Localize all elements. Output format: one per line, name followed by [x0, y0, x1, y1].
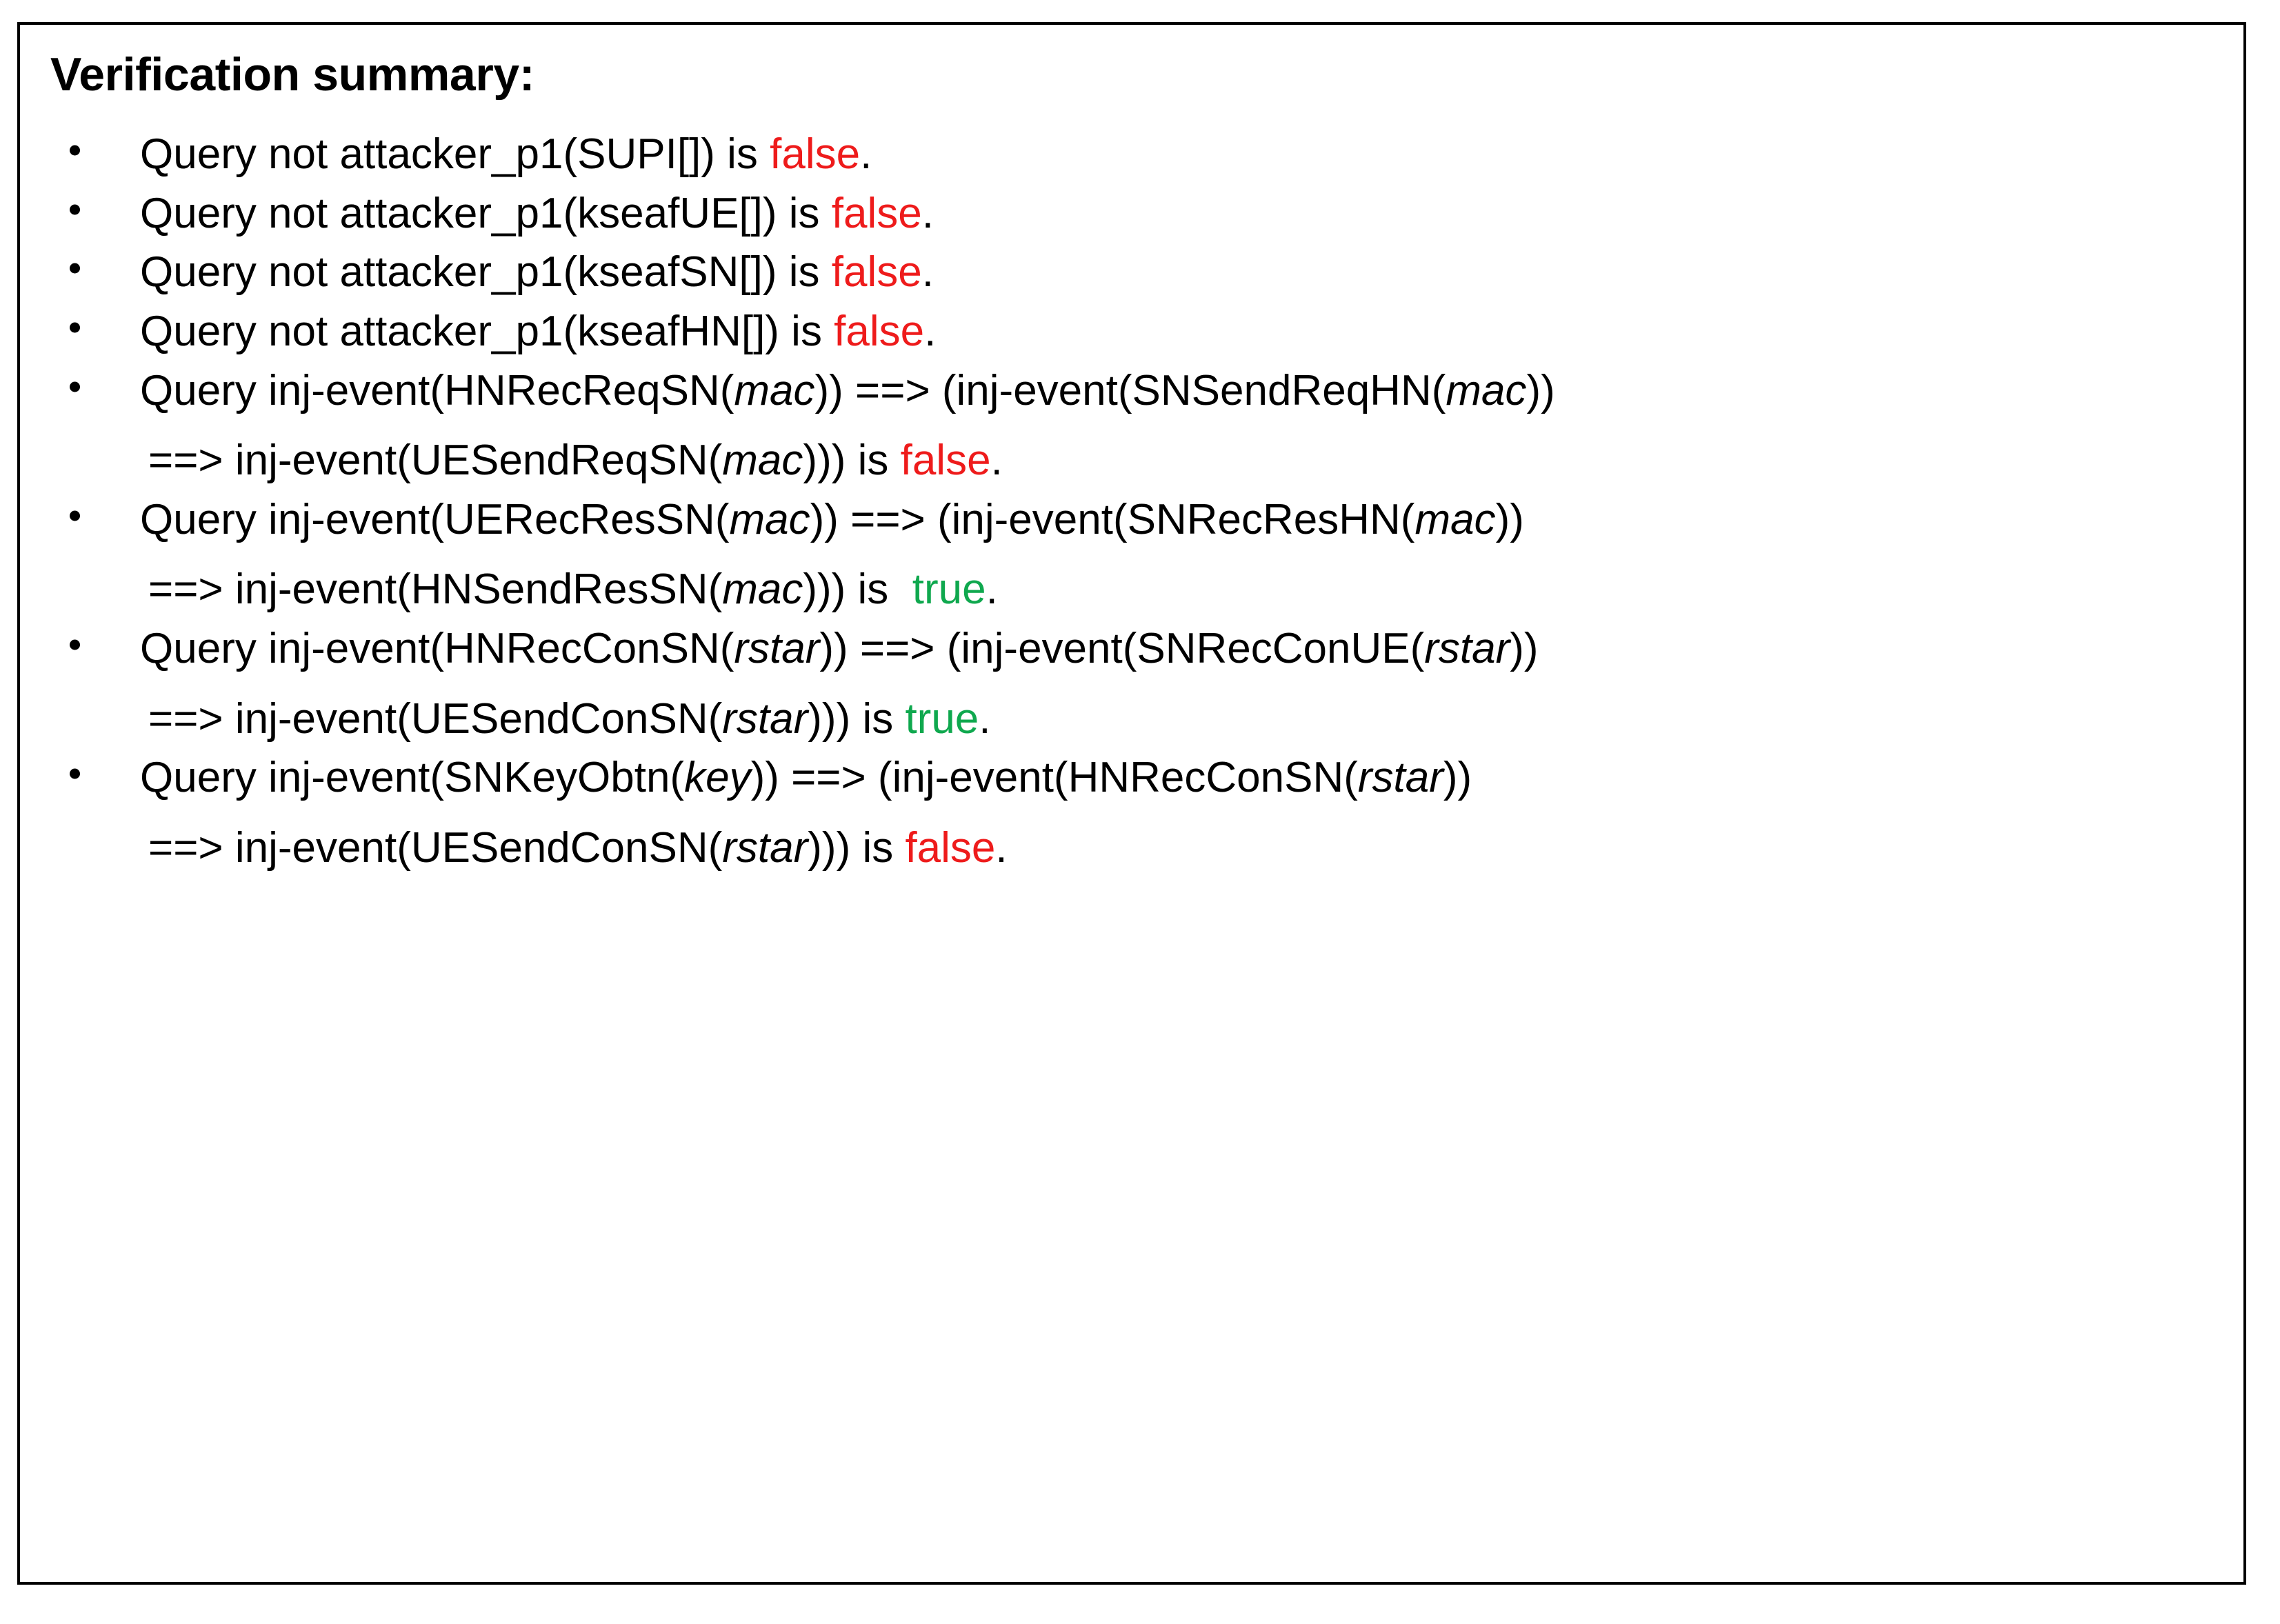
query-list: Query not attacker_p1(SUPI[]) is false.Q…: [43, 128, 2216, 874]
query-line-primary: Query inj-event(HNRecConSN(rstar)) ==> (…: [140, 623, 2216, 675]
query-text: ==> inj-event(UESendConSN(: [148, 823, 723, 872]
query-text: Query inj-event(HNRecConSN(: [140, 625, 734, 672]
query-parameter: rstar: [722, 694, 808, 743]
query-text: Query not attacker_p1(kseafHN[]) is: [140, 307, 834, 355]
list-item: Query inj-event(HNRecReqSN(mac)) ==> (in…: [43, 365, 2216, 487]
query-parameter: mac: [722, 565, 803, 614]
list-item: Query not attacker_p1(kseafSN[]) is fals…: [43, 246, 2216, 299]
result-true: true: [912, 565, 986, 614]
result-false: false: [831, 189, 922, 237]
query-text: Query inj-event(SNKeyObtn(: [140, 754, 685, 802]
bullet-icon: [70, 322, 80, 333]
query-text: ==> inj-event(UESendConSN(: [148, 694, 723, 743]
query-parameter: mac: [734, 366, 815, 414]
query-text: )): [1526, 366, 1555, 414]
result-true: true: [905, 694, 979, 743]
query-parameter: rstar: [734, 625, 820, 672]
query-parameter: mac: [1446, 366, 1527, 414]
query-text: )) ==> (inj-event(HNRecConSN(: [750, 754, 1358, 802]
query-line-continuation: ==> inj-event(UESendConSN(rstar))) is tr…: [148, 693, 2216, 745]
query-parameter: mac: [722, 437, 803, 485]
query-line-primary: Query not attacker_p1(kseafHN[]) is fals…: [140, 305, 2216, 358]
query-text: ))) is: [803, 437, 901, 485]
list-item: Query not attacker_p1(SUPI[]) is false.: [43, 128, 2216, 181]
query-text: .: [986, 565, 998, 614]
query-text: )) ==> (inj-event(SNRecResHN(: [810, 495, 1415, 543]
result-false: false: [834, 307, 925, 355]
query-line-primary: Query not attacker_p1(kseafSN[]) is fals…: [140, 246, 2216, 299]
query-parameter: rstar: [1357, 754, 1443, 802]
query-line-primary: Query not attacker_p1(kseafUE[]) is fals…: [140, 188, 2216, 240]
query-text: Query inj-event(UERecResSN(: [140, 495, 730, 543]
query-line-primary: Query not attacker_p1(SUPI[]) is false.: [140, 128, 2216, 181]
query-text: .: [979, 694, 991, 743]
query-text: .: [990, 437, 1003, 485]
query-line-primary: Query inj-event(UERecResSN(mac)) ==> (in…: [140, 494, 2216, 546]
panel-content: Verification summary: Query not attacker…: [20, 25, 2243, 874]
query-text: Query not attacker_p1(SUPI[]) is: [140, 130, 770, 178]
query-line-continuation: ==> inj-event(UESendConSN(rstar))) is fa…: [148, 822, 2216, 874]
query-text: )): [1443, 754, 1472, 802]
result-false: false: [831, 248, 922, 297]
query-text: .: [921, 248, 934, 297]
query-text: Query inj-event(HNRecReqSN(: [140, 366, 734, 414]
bullet-icon: [70, 639, 80, 650]
page-title: Verification summary:: [50, 48, 535, 101]
query-text: .: [921, 189, 934, 237]
query-parameter: key: [684, 754, 751, 802]
query-text: ))) is: [808, 823, 906, 872]
query-line-continuation: ==> inj-event(UESendReqSN(mac))) is fals…: [148, 434, 2216, 487]
list-item: Query inj-event(UERecResSN(mac)) ==> (in…: [43, 494, 2216, 616]
result-false: false: [905, 823, 996, 872]
query-text: .: [995, 823, 1008, 872]
query-line-primary: Query inj-event(HNRecReqSN(mac)) ==> (in…: [140, 365, 2216, 417]
list-item: Query not attacker_p1(kseafUE[]) is fals…: [43, 188, 2216, 240]
query-parameter: mac: [1414, 495, 1496, 543]
query-text: )) ==> (inj-event(SNRecConUE(: [819, 625, 1425, 672]
query-text: ))) is: [803, 565, 912, 614]
query-text: Query not attacker_p1(kseafSN[]) is: [140, 248, 832, 297]
query-line-continuation: ==> inj-event(HNSendResSN(mac))) is true…: [148, 563, 2216, 616]
result-false: false: [770, 130, 861, 178]
query-text: )): [1495, 495, 1524, 543]
query-text: .: [860, 130, 872, 178]
query-text: ))) is: [808, 694, 906, 743]
query-text: ==> inj-event(UESendReqSN(: [148, 437, 723, 485]
bullet-icon: [70, 510, 80, 521]
query-text: )) ==> (inj-event(SNSendReqHN(: [814, 366, 1446, 414]
result-false: false: [900, 437, 991, 485]
query-text: )): [1510, 625, 1539, 672]
bullet-icon: [70, 145, 80, 156]
bullet-icon: [70, 381, 80, 392]
bullet-icon: [70, 263, 80, 274]
query-text: ==> inj-event(HNSendResSN(: [148, 565, 723, 614]
list-item: Query not attacker_p1(kseafHN[]) is fals…: [43, 305, 2216, 358]
query-parameter: rstar: [1424, 625, 1510, 672]
query-line-primary: Query inj-event(SNKeyObtn(key)) ==> (inj…: [140, 752, 2216, 804]
bullet-icon: [70, 768, 80, 779]
query-text: .: [924, 307, 937, 355]
verification-summary-panel: Verification summary: Query not attacker…: [17, 22, 2246, 1585]
query-text: Query not attacker_p1(kseafUE[]) is: [140, 189, 832, 237]
list-item: Query inj-event(HNRecConSN(rstar)) ==> (…: [43, 623, 2216, 745]
query-parameter: mac: [729, 495, 810, 543]
list-item: Query inj-event(SNKeyObtn(key)) ==> (inj…: [43, 752, 2216, 874]
query-parameter: rstar: [722, 823, 808, 872]
bullet-icon: [70, 204, 80, 215]
